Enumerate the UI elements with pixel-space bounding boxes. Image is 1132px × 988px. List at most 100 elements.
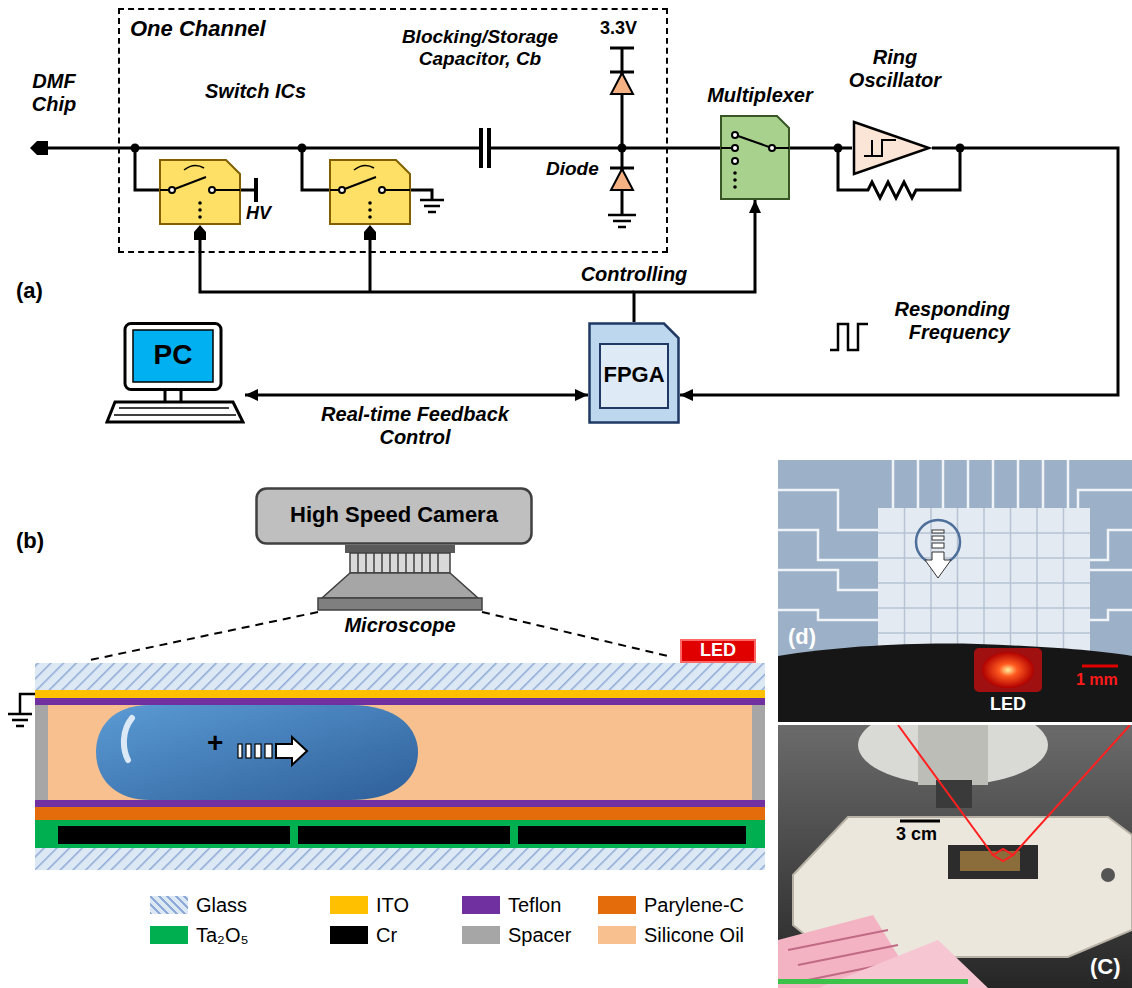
illustration-part: [518, 826, 746, 844]
connector: [790, 148, 852, 149]
illustration-part: [611, 169, 633, 190]
multiplexer-box-part: [733, 171, 737, 175]
ring-oscillator-symbol: Ring Oscillator: [835, 46, 955, 178]
multiplexer-box-part: [733, 178, 737, 182]
camera-box: High Speed Camera: [255, 487, 533, 545]
illustration-part: [184, 165, 204, 170]
legend-text: Ta₂O₅: [196, 923, 249, 947]
node-label: PC: [125, 339, 221, 371]
illustration-part: [35, 820, 765, 848]
ring-oscillator-symbol-part: [852, 120, 932, 176]
illustration-part: [481, 128, 489, 168]
illustration-part: [368, 201, 372, 205]
legend-swatch: [598, 926, 636, 944]
pc-icon-part: [125, 324, 221, 390]
multiplexer-box-part: [720, 115, 790, 200]
illustration-part: [198, 201, 202, 205]
connector-label: Responding Frequency: [860, 298, 1010, 344]
legend-item: ITO: [330, 893, 409, 917]
legend-text: Teflon: [508, 893, 561, 917]
illustration-part: [368, 208, 372, 212]
legend-swatch: [330, 926, 368, 944]
illustration-part: [35, 705, 765, 800]
pc-icon-part: [105, 322, 245, 427]
photo-panel-part: [932, 530, 944, 533]
led-box: LED: [680, 639, 756, 663]
illustration-part: [368, 215, 372, 219]
illustration-part: [265, 744, 272, 758]
multiplexer-box-part: [733, 185, 737, 189]
illustration-part: [354, 165, 374, 170]
multiplexer-box-part: [775, 147, 789, 149]
connector-label: Real-time Feedback Control: [315, 403, 515, 449]
illustration-part: [350, 553, 450, 573]
node-label: (d): [788, 624, 816, 649]
illustration-part: [339, 187, 345, 193]
photo-panel-part: [778, 979, 968, 984]
multiplexer-box-part: [732, 145, 738, 151]
legend-swatch: [330, 896, 368, 914]
illustration-part: [35, 705, 48, 800]
illustration-part: [610, 48, 634, 168]
photo-panel-part: [778, 725, 1132, 988]
channel-group-box: One Channel: [118, 8, 668, 253]
illustration-part: [131, 144, 140, 153]
legend-item: Parylene-C: [598, 893, 744, 917]
photo-panel-part: [974, 648, 1042, 692]
illustration-part: [420, 200, 444, 212]
annotation-label: Microscope: [320, 614, 480, 637]
illustration-part: [48, 48, 960, 292]
illustration-part: [35, 663, 765, 690]
node-label: 3 cm: [896, 824, 937, 845]
illustration-part: [255, 744, 261, 758]
illustration-part: [194, 225, 206, 240]
legend-item: Cr: [330, 923, 397, 947]
illustration-part: [254, 178, 258, 202]
multiplexer-box: Multiplexer: [690, 84, 830, 202]
illustration-part: [276, 737, 307, 765]
photo-panel-part: [778, 460, 1132, 722]
illustration-part: [330, 160, 410, 224]
legend-text: Parylene-C: [644, 893, 744, 917]
connector-label: Controlling: [564, 263, 704, 286]
photo-panel-part: [993, 849, 1013, 861]
legend-text: Silicone Oil: [644, 923, 744, 947]
node-label: LED: [680, 640, 756, 661]
connector: [245, 389, 588, 401]
photo-panel-part: [878, 508, 1090, 658]
photo-panel-part: [778, 725, 1132, 988]
illustration-part: [35, 800, 765, 807]
photo-panel-part: [918, 725, 988, 785]
photo-panel-part: [932, 543, 944, 548]
illustration-part: [160, 160, 240, 224]
photo-panel-part: [778, 644, 1132, 723]
illustration-part: [830, 324, 868, 350]
node-label: 1 mm: [1076, 671, 1118, 689]
illustration-part: [90, 612, 318, 660]
photo-panel-part: [1082, 665, 1118, 668]
legend-item: Glass: [150, 893, 247, 917]
illustration-part: [364, 225, 376, 240]
fpga-chip: FPGA: [588, 322, 680, 424]
node-label: Ring Oscillator: [835, 46, 955, 92]
illustration-part: [131, 144, 965, 153]
ring-oscillator-symbol-part: [864, 140, 896, 156]
illustration-part: [611, 73, 633, 94]
legend-item: Silicone Oil: [598, 923, 744, 947]
legend-swatch: [598, 896, 636, 914]
multiplexer-box-part: [721, 147, 732, 149]
multiplexer-box-part: [738, 136, 772, 148]
annotation-label: Blocking/Storage Capacitor, Cb: [370, 26, 590, 70]
node-label: High Speed Camera: [255, 502, 533, 527]
illustration-part: [482, 612, 672, 657]
annotation-label: (a): [16, 278, 43, 303]
illustration-part: [35, 848, 765, 870]
legend-swatch: [462, 896, 500, 914]
illustration-part: [35, 698, 765, 705]
illustration-part: [358, 553, 438, 573]
ring-oscillator-symbol-part: [854, 122, 929, 174]
photo-panel-shape: [778, 725, 1132, 988]
photo-panel-part: [925, 552, 951, 578]
